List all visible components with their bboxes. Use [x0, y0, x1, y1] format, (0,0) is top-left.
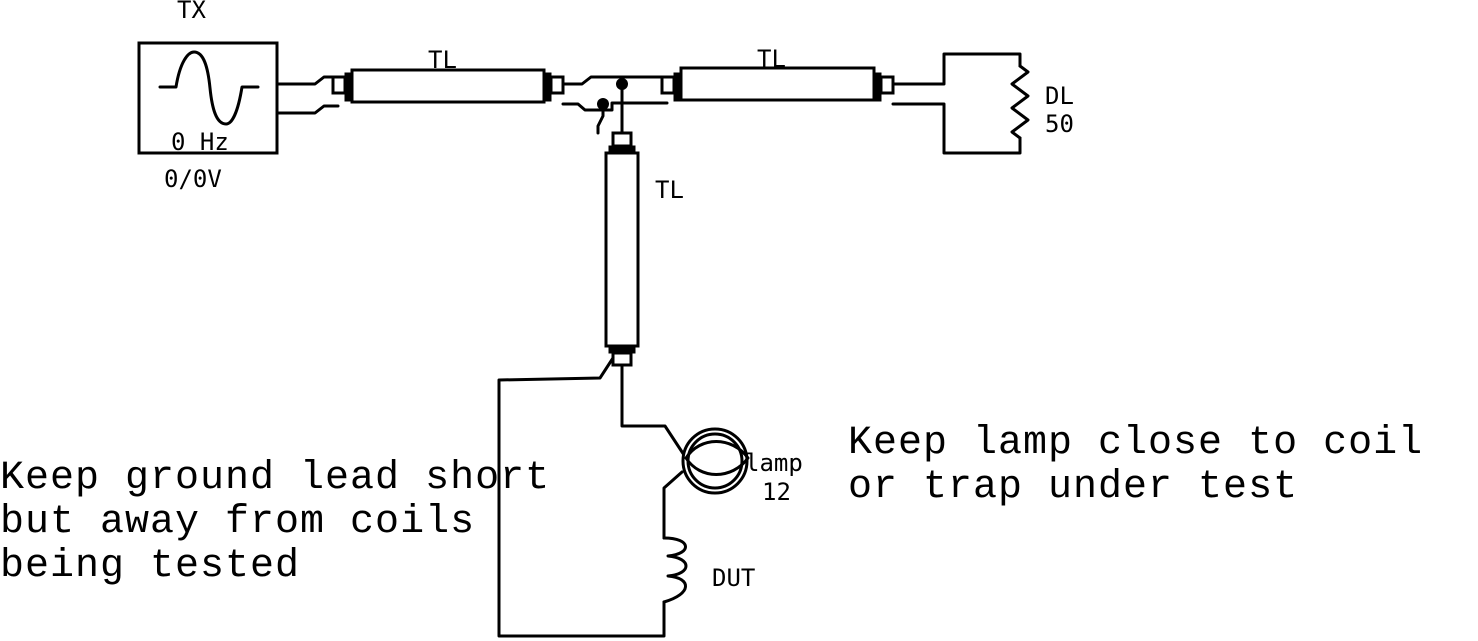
tl-left-label: TL [428, 46, 457, 74]
ground-note-line-1: Keep ground lead short [0, 456, 550, 501]
transmission-line-left: TL [331, 46, 565, 104]
tl-right-label: TL [757, 45, 786, 73]
lamp-note-line-2: or trap under test [848, 465, 1298, 510]
ground-lead-note: Keep ground lead short but away from coi… [0, 456, 550, 589]
resistor-icon [1010, 64, 1030, 140]
lamp-value-label: 12 [762, 478, 791, 506]
load-name-label: DL [1045, 82, 1074, 110]
lamp-name-label: lamp [745, 449, 803, 477]
lamp-placement-note: Keep lamp close to coil or trap under te… [848, 421, 1423, 510]
load-value-label: 50 [1045, 110, 1074, 138]
wire-tee-junction [561, 75, 669, 135]
tl-vertical-label: TL [655, 176, 684, 204]
wire-tl-right-to-load [891, 52, 1022, 155]
wire-ground-lead [497, 356, 666, 638]
junction-dot [616, 78, 628, 90]
transmission-line-right: TL [660, 45, 895, 102]
source-frequency-label: 0 Hz [171, 128, 229, 156]
signal-source: TX 0 Hz 0/0V [137, 0, 279, 193]
lamp-note-line-1: Keep lamp close to coil [848, 421, 1423, 466]
ground-note-line-2: but away from coils [0, 500, 475, 545]
junction-dot [597, 98, 609, 110]
dut-coil: DUT [662, 536, 755, 604]
source-box [137, 41, 279, 155]
dummy-load-resistor: DL 50 [1010, 64, 1074, 140]
source-name-label: TX [177, 0, 206, 24]
transmission-line-vertical: TL [604, 131, 684, 367]
lamp-filament-icon [684, 440, 750, 476]
wire-source-to-tl-left [275, 75, 340, 115]
wire-to-lamp [620, 363, 688, 460]
source-voltage-label: 0/0V [164, 165, 222, 193]
lamp: lamp 12 [681, 427, 803, 506]
sine-wave-icon [158, 50, 260, 126]
dut-label: DUT [712, 564, 755, 592]
wire-lamp-to-dut [662, 470, 684, 540]
ground-note-line-3: being tested [0, 544, 300, 589]
inductor-icon [662, 536, 688, 604]
